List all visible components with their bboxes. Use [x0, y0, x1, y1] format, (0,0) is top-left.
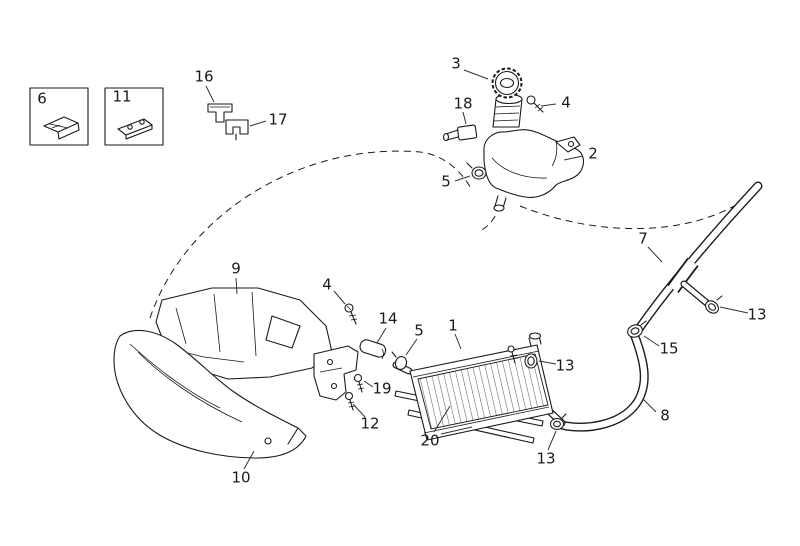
callout-label-4-left: 4	[322, 275, 332, 294]
leader-lines	[205, 69, 749, 470]
bracket-drawing	[313, 345, 359, 401]
radiator-cap-drawing	[491, 67, 523, 99]
hose-clamp-15-drawing	[627, 320, 647, 338]
panel-10-drawing	[113, 329, 307, 459]
callout-label-12: 12	[360, 414, 380, 433]
callout-label-2: 2	[588, 144, 598, 163]
callout-label-16: 16	[194, 67, 214, 86]
clamp-16-drawing	[207, 103, 233, 123]
hose-7-drawing	[633, 181, 763, 335]
callout-label-13-right: 13	[747, 305, 767, 324]
callout-label-7: 7	[638, 229, 648, 248]
callout-label-5-top: 5	[441, 172, 451, 191]
callout-label-3: 3	[451, 54, 461, 73]
callout-label-10: 10	[231, 468, 251, 487]
callout-label-20: 20	[420, 431, 440, 450]
radiator-drawing	[409, 332, 554, 441]
expansion-tank-drawing	[483, 129, 585, 212]
hose-clamp-13-bottom-drawing	[549, 413, 567, 431]
box-part-11	[104, 87, 164, 146]
callout-label-15: 15	[659, 339, 679, 358]
screw-4-top-drawing	[526, 95, 544, 113]
hose-clamp-5-middle-drawing	[391, 351, 408, 370]
callout-label-1: 1	[448, 316, 458, 335]
box-part-6	[29, 87, 89, 146]
callout-label-14: 14	[378, 309, 398, 328]
callout-label-4-top: 4	[561, 93, 571, 112]
clamp-17-drawing	[225, 119, 249, 141]
ring-13-middle-drawing	[524, 353, 538, 369]
tube-14-drawing	[359, 339, 387, 360]
callout-label-13-bottom: 13	[536, 449, 556, 468]
callout-label-13-middle: 13	[555, 356, 575, 375]
hose-clamp-5-top-drawing	[466, 162, 487, 180]
callout-label-18: 18	[453, 94, 473, 113]
screw-radiator-top-drawing	[507, 345, 519, 364]
filler-neck-drawing	[492, 93, 523, 128]
callout-label-17: 17	[268, 110, 288, 129]
callout-label-6: 6	[37, 89, 47, 108]
callout-label-5-middle: 5	[414, 321, 424, 340]
fitting-18-drawing	[442, 124, 478, 142]
hose-8-drawing	[553, 329, 649, 432]
screw-19-drawing	[353, 373, 365, 393]
screw-4-left-drawing	[344, 303, 358, 325]
callout-label-11: 11	[112, 87, 132, 106]
hose-clamp-13-right-drawing	[705, 295, 723, 314]
callout-label-19: 19	[372, 379, 392, 398]
callout-label-9: 9	[231, 259, 241, 278]
screw-12-drawing	[344, 391, 356, 411]
callout-label-8: 8	[660, 406, 670, 425]
